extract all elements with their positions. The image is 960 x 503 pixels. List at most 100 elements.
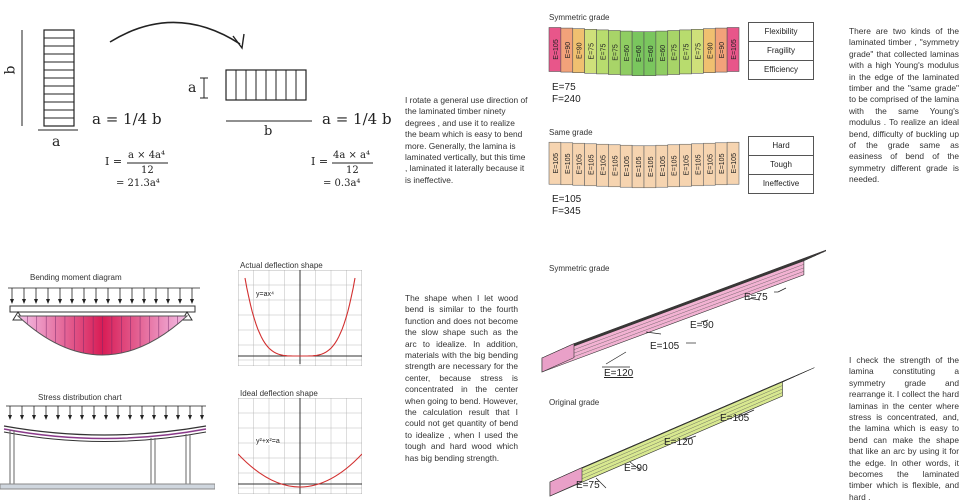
- lamina-label: E=75: [589, 43, 596, 60]
- lamina-label: E=60: [624, 45, 631, 62]
- ideal-deflection-graph: [238, 398, 362, 494]
- lamina-label: E=105: [672, 155, 679, 176]
- lamina-label: E=75: [695, 43, 702, 60]
- laminated-kinds-text: There are two kinds of the laminated tim…: [849, 26, 959, 185]
- lamina-label: E=105: [553, 39, 560, 60]
- stress-distribution-chart: [0, 405, 215, 490]
- lamina-label: E=105: [731, 39, 738, 60]
- same-grade-lamina-diagram: E=105 E=105 E=105 E=105 E=105 E=105 E=105 E=105…: [548, 141, 740, 189]
- lamina-label: E=75: [612, 44, 619, 61]
- same-f-value: F=345: [552, 206, 581, 217]
- sym-label-e105: E=105: [650, 341, 680, 352]
- inertia-left-denominator: 12: [141, 165, 154, 176]
- lamina-label: E=105: [731, 153, 738, 174]
- lamina-label: E=105: [565, 153, 572, 174]
- stress-load-arrows: [6, 405, 206, 420]
- formula-a-eq-quarter-b-left: a = 1/4 b: [92, 110, 162, 128]
- rotate-explanation-text: I rotate a general use direction of the …: [405, 95, 528, 185]
- dim-a-bottom: a: [52, 134, 61, 150]
- lamina-label: E=60: [636, 45, 643, 62]
- property-tough: Tough: [748, 156, 814, 175]
- sym-label-e120: E=120: [604, 368, 634, 379]
- symmetric-3d-title: Symmetric grade: [549, 264, 610, 273]
- original-3d-title: Original grade: [549, 398, 600, 407]
- symmetric-grade-3d-beam: [541, 249, 826, 373]
- symmetric-values: E=75 F=240: [552, 82, 581, 106]
- lamina-label: E=105: [695, 154, 702, 175]
- symmetric-grade-title: Symmetric grade: [549, 13, 610, 22]
- lamina-label: E=75: [672, 44, 679, 61]
- lamina-label: E=60: [648, 45, 655, 62]
- formula-a-eq-quarter-b-right: a = 1/4 b: [322, 110, 392, 128]
- lamina-label: E=105: [719, 153, 726, 174]
- rotate-arrow: [109, 21, 241, 45]
- same-properties-table: Hard Tough Ineffective: [748, 136, 814, 194]
- symmetric-properties-table: Flexibility Fragility Efficiency: [748, 22, 814, 80]
- quartic-curve: [244, 277, 356, 357]
- lamina-label: E=90: [719, 42, 726, 59]
- dim-a-right: a: [188, 80, 197, 96]
- lamina-label: E=105: [577, 154, 584, 175]
- lamina-label: E=105: [648, 156, 655, 177]
- shape-explanation-text: The shape when I let wood bend is simila…: [405, 293, 518, 463]
- lamina-label: E=60: [660, 45, 667, 62]
- inertia-right-lhs: I =: [311, 155, 329, 168]
- inertia-left-numerator: a × 4a⁴: [128, 150, 166, 161]
- inertia-right-denominator: 12: [346, 165, 359, 176]
- lamina-15: [726, 27, 740, 72]
- property-flexibility: Flexibility: [748, 22, 814, 42]
- ideal-deflection-title: Ideal deflection shape: [240, 389, 318, 398]
- lamina-label: E=90: [565, 42, 572, 59]
- lamina-label: E=105: [589, 154, 596, 175]
- dim-b-right: b: [264, 124, 273, 139]
- arc-curve: [238, 453, 362, 488]
- lamina-label: E=105: [660, 156, 667, 177]
- orig-label-e75: E=75: [576, 480, 600, 491]
- inertia-left-result: = 21.3a⁴: [116, 178, 160, 189]
- sym-label-e75: E=75: [744, 292, 768, 303]
- inertia-right-numerator: 4a × a⁴: [333, 150, 371, 161]
- same-grade-title: Same grade: [549, 128, 593, 137]
- moment-of-inertia-sketch: [21, 21, 373, 164]
- lamina-15: [726, 141, 740, 185]
- lamina-label: E=90: [707, 42, 714, 59]
- lamina-label: E=105: [553, 153, 560, 174]
- symmetric-e-value: E=75: [552, 82, 576, 93]
- same-values: E=105 F=345: [552, 194, 581, 218]
- strength-explanation-text: I check the strength of the lamina const…: [849, 355, 959, 502]
- actual-deflection-title: Actual deflection shape: [240, 261, 323, 270]
- property-hard: Hard: [748, 136, 814, 156]
- horizontal-lamina-beam: [200, 69, 312, 122]
- property-efficiency: Efficiency: [748, 61, 814, 80]
- lamina-label: E=90: [577, 42, 584, 59]
- orig-label-e90: E=90: [624, 463, 648, 474]
- lamina-label: E=105: [624, 156, 631, 177]
- actual-deflection-graph: [238, 270, 362, 366]
- property-fragility: Fragility: [748, 42, 814, 61]
- property-ineffective: Ineffective: [748, 175, 814, 194]
- lamina-label: E=105: [707, 154, 714, 175]
- lamina-label: E=105: [684, 155, 691, 176]
- symmetric-f-value: F=240: [552, 94, 581, 105]
- symmetric-grade-lamina-diagram: E=105 E=90 E=90 E=75 E=75 E=75 E=60 E=60 E=60 E=6…: [548, 27, 740, 76]
- lamina-label: E=105: [612, 155, 619, 176]
- stress-distribution-title: Stress distribution chart: [38, 393, 122, 402]
- orig-label-e105: E=105: [720, 413, 750, 424]
- vertical-lamina-stack: [21, 29, 78, 131]
- bending-moment-diagram: [8, 287, 200, 356]
- actual-equation: y=ax⁴: [256, 291, 274, 298]
- bending-moment-title: Bending moment diagram: [30, 273, 122, 282]
- orig-label-e120: E=120: [664, 437, 694, 448]
- ideal-equation: y²+x²=a: [256, 438, 280, 445]
- inertia-right-result: = 0.3a⁴: [323, 178, 361, 189]
- lamina-label: E=105: [600, 155, 607, 176]
- sym-label-e90: E=90: [690, 320, 714, 331]
- inertia-left-lhs: I =: [105, 155, 123, 168]
- dim-b-left: b: [2, 65, 19, 75]
- same-e-value: E=105: [552, 194, 582, 205]
- original-grade-3d-beam: [549, 367, 815, 497]
- lamina-label: E=75: [684, 44, 691, 61]
- lamina-label: E=75: [600, 44, 607, 61]
- load-arrows: [8, 287, 200, 304]
- lamina-label: E=105: [636, 156, 643, 177]
